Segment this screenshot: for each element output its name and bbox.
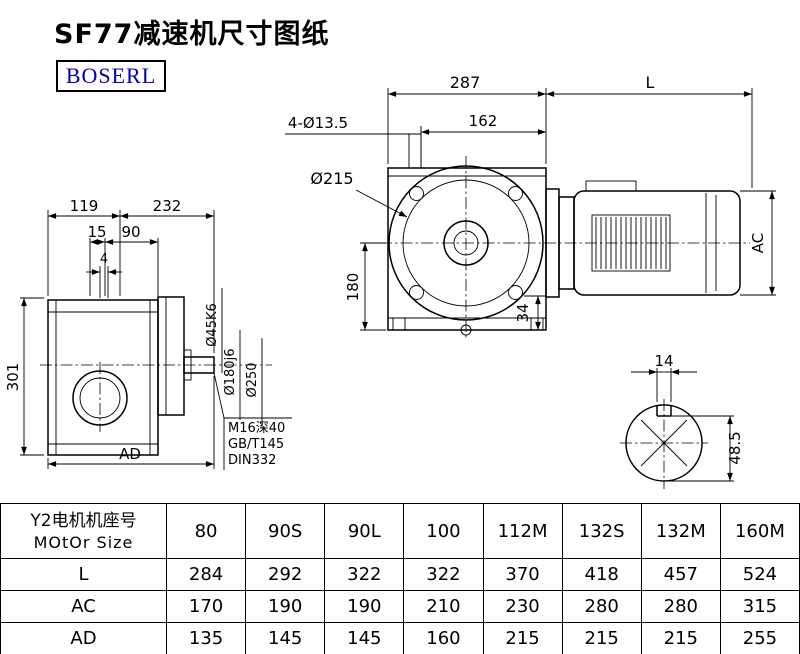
motor-size-col: 90L [324, 503, 405, 559]
front-view-housing [380, 156, 750, 338]
dim-mounting-holes: 4-Ø13.5 [288, 114, 348, 132]
dim-spigot-dia: Ø180j6 [223, 349, 238, 396]
motor-size-col: 132S [561, 503, 642, 559]
table-cell: 457 [640, 558, 721, 591]
dim-119: 119 [70, 197, 99, 215]
table-cell: 170 [165, 590, 247, 623]
table-cell: 190 [324, 590, 405, 623]
table-cell: 145 [324, 622, 405, 654]
dim-L: L [646, 73, 655, 92]
dim-301: 301 [4, 363, 22, 392]
table-cell: 280 [640, 590, 721, 623]
table-cell: 524 [719, 558, 800, 591]
page-title: SF77减速机尺寸图纸 [54, 19, 330, 50]
dim-flange-circle: Ø215 [310, 169, 353, 188]
dim-shaft-dia: Ø45K6 [205, 303, 220, 347]
table-cell: 255 [719, 622, 800, 654]
row-label: AC [0, 590, 167, 623]
table-row-L: L 284 292 322 322 370 418 457 524 [0, 558, 800, 591]
dim-34: 34 [514, 303, 532, 322]
table-cell: 160 [403, 622, 484, 654]
dim-flange-dia: Ø250 [245, 362, 260, 397]
table-row-AD: AD 135 145 145 160 215 215 215 255 [0, 622, 800, 654]
dim-15: 15 [87, 223, 106, 241]
dim-4: 4 [100, 252, 108, 267]
row-label: L [0, 558, 167, 591]
side-view-housing [40, 296, 272, 456]
table-header-row: Y2电机机座号 MOtOr Size 80 90S 90L 100 112M 1… [0, 503, 800, 559]
dim-287: 287 [450, 73, 481, 92]
table-cell: 230 [482, 590, 563, 623]
motor-size-col: 112M [482, 503, 563, 559]
motor-cooling-fins [595, 217, 667, 269]
motor [545, 180, 741, 298]
dim-162: 162 [469, 112, 498, 130]
table-cell: 284 [165, 558, 247, 591]
dimension-drawing: 119 232 15 90 4 301 AD [4, 73, 776, 489]
motor-size-table: Y2电机机座号 MOtOr Size 80 90S 90L 100 112M 1… [0, 503, 800, 654]
shaft-section: 14 48.5 [620, 352, 744, 489]
header-cn: Y2电机机座号 [30, 510, 137, 531]
table-cell: 322 [324, 558, 405, 591]
motor-size-col: 132M [640, 503, 721, 559]
dim-AC: AC [749, 233, 767, 253]
table-row-AC: AC 170 190 190 210 230 280 280 315 [0, 590, 800, 623]
table-cell: 215 [640, 622, 721, 654]
front-view-dimensions: 4-Ø13.5 287 L 162 Ø215 180 34 [285, 73, 776, 331]
dim-key-depth: 48.5 [726, 431, 744, 464]
side-view-dimensions: 119 232 15 90 4 301 AD [4, 197, 292, 470]
table-cell: 135 [165, 622, 247, 654]
brand-logo: BOSERL [56, 60, 166, 92]
table-cell: 322 [403, 558, 484, 591]
note-gb-standard: GB/T145 [228, 437, 284, 452]
dim-AD: AD [119, 445, 141, 463]
motor-size-col: 100 [403, 503, 484, 559]
table-cell: 145 [245, 622, 326, 654]
table-cell: 215 [561, 622, 642, 654]
dim-key-width: 14 [654, 352, 673, 370]
dim-90: 90 [121, 223, 140, 241]
table-cell: 370 [482, 558, 563, 591]
table-cell: 292 [245, 558, 326, 591]
motor-size-col: 90S [245, 503, 326, 559]
motor-size-col: 80 [165, 503, 247, 559]
row-label: AD [0, 622, 167, 654]
table-cell: 280 [561, 590, 642, 623]
header-en: MOtOr Size [33, 532, 134, 552]
table-cell: 315 [719, 590, 800, 623]
table-cell: 418 [561, 558, 642, 591]
brand-logo-text: BOSERL [65, 63, 157, 88]
motor-size-col: 160M [719, 503, 800, 559]
table-cell: 190 [245, 590, 326, 623]
table-header-motor-size: Y2电机机座号 MOtOr Size [0, 503, 167, 559]
dim-232: 232 [153, 197, 182, 215]
note-tap: M16深40 [228, 421, 285, 436]
table-cell: 210 [403, 590, 484, 623]
table-cell: 215 [482, 622, 563, 654]
dim-180: 180 [344, 273, 362, 302]
note-din-standard: DIN332 [228, 453, 276, 468]
